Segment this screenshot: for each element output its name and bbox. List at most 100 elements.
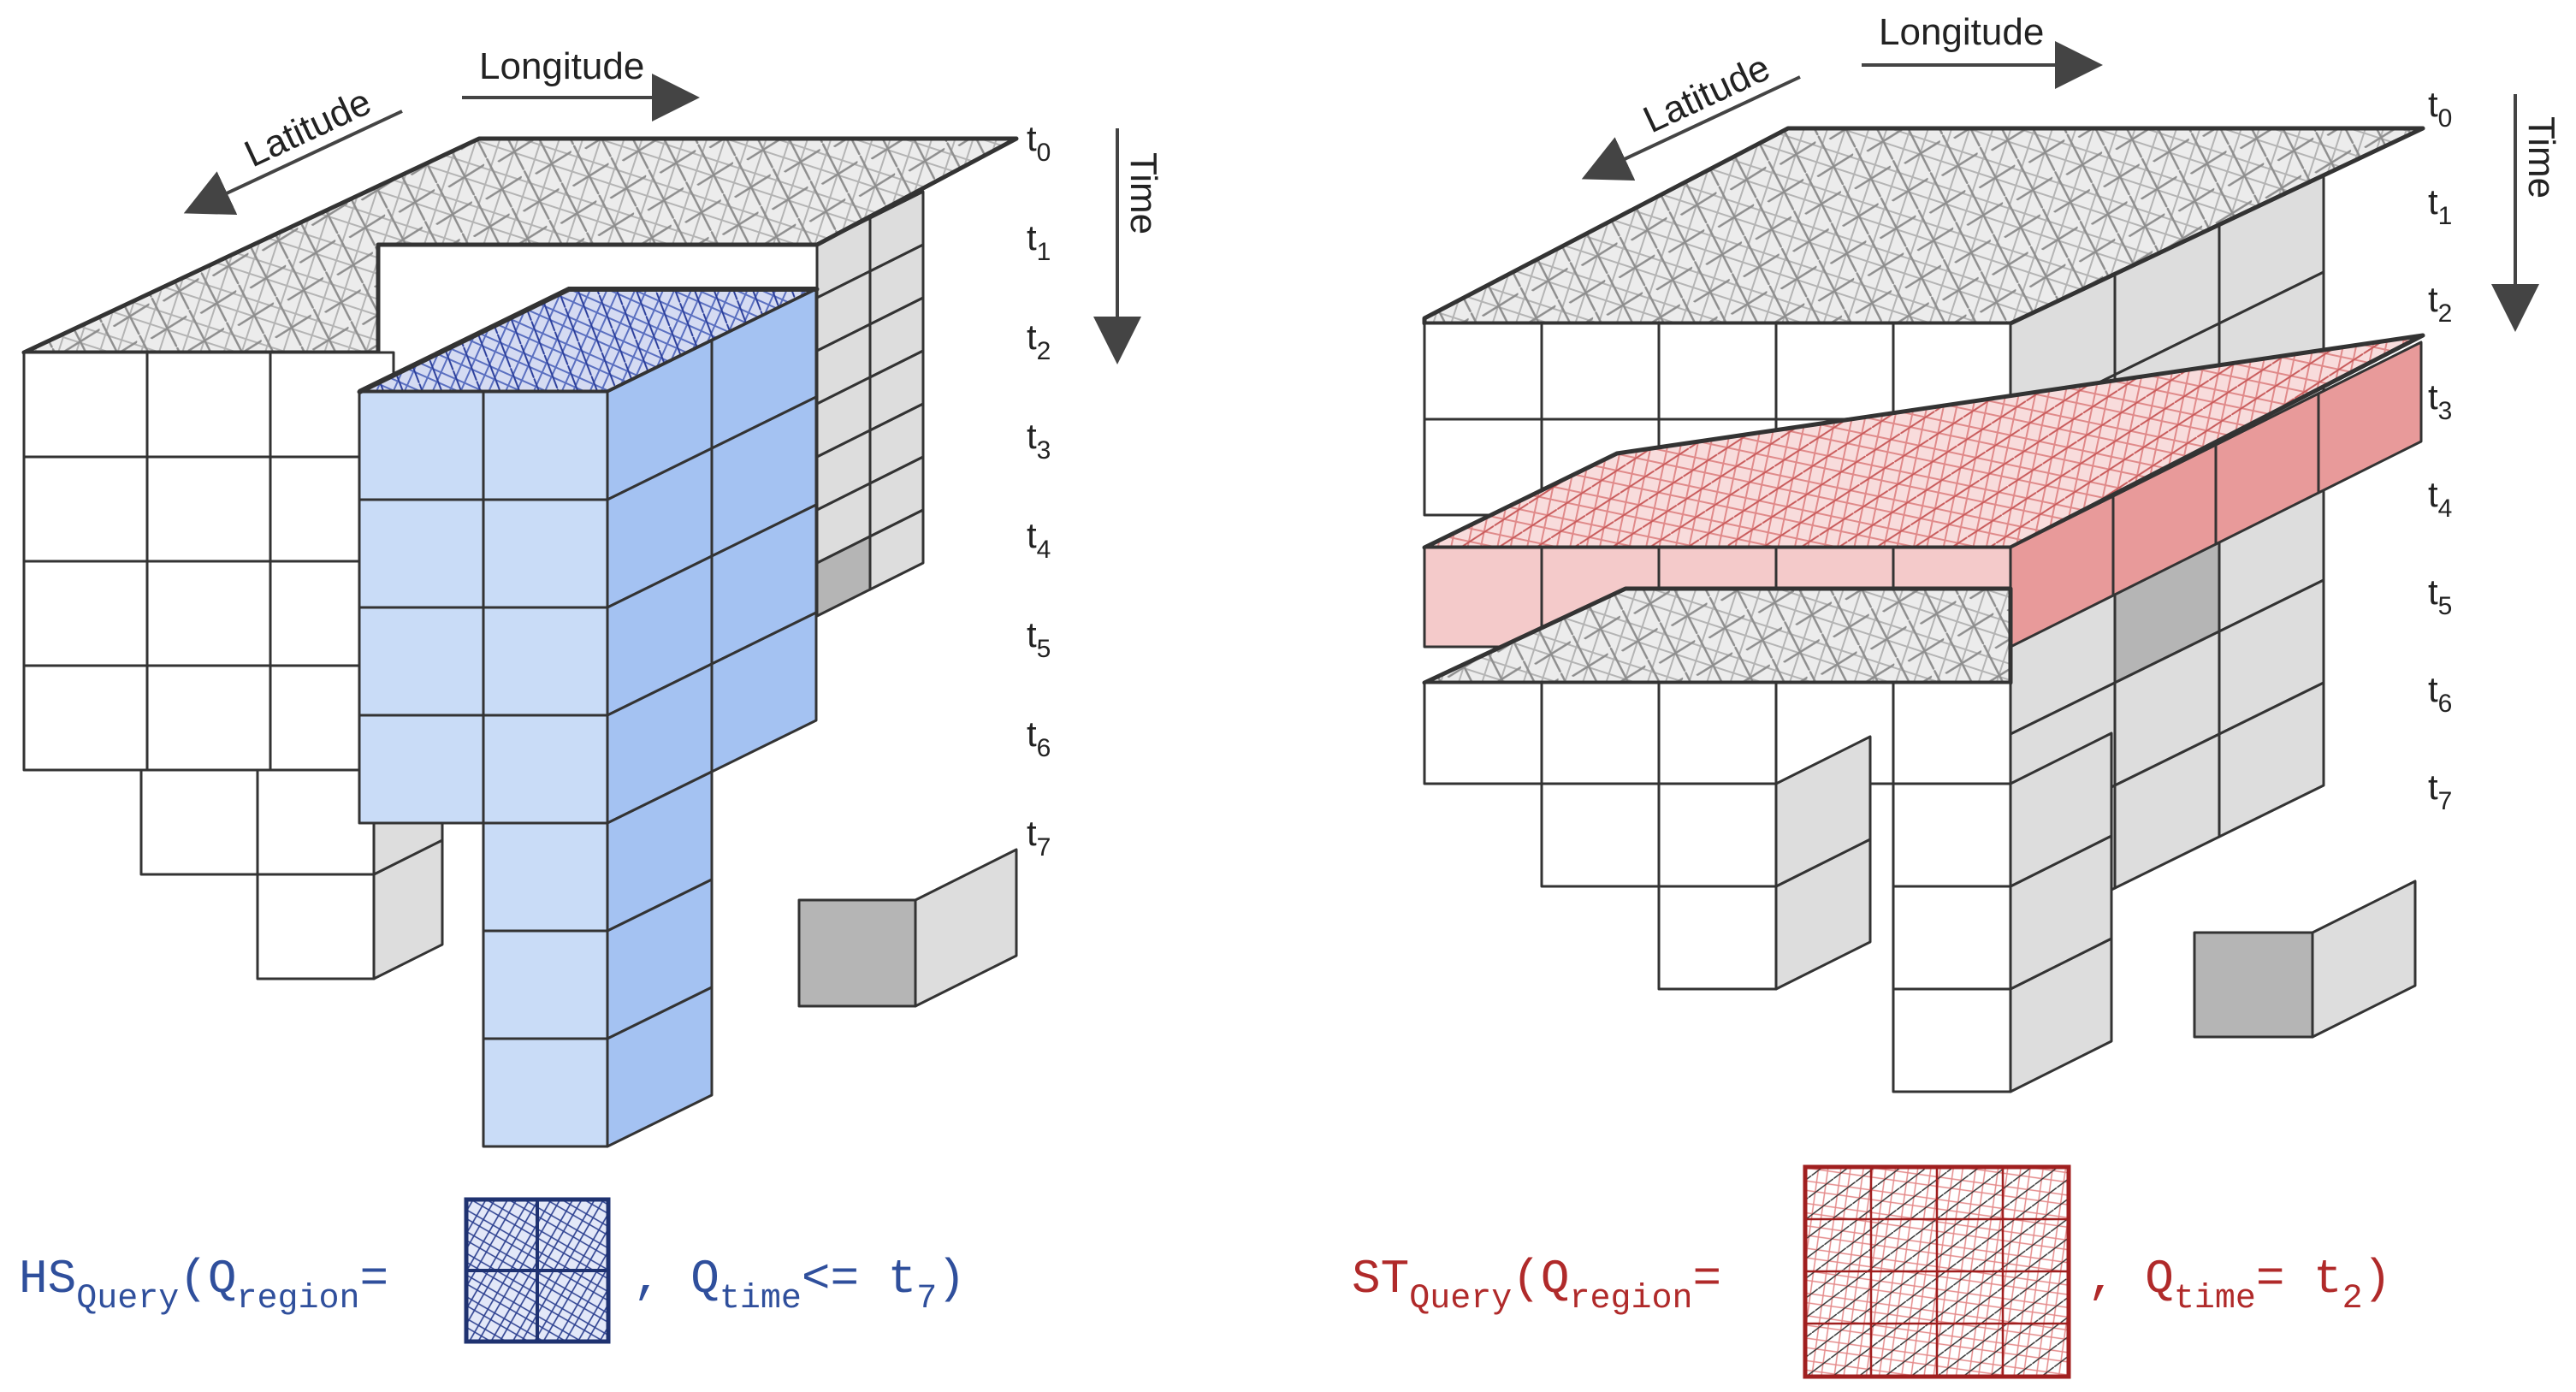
right-tick-t4: t4 xyxy=(2428,474,2452,523)
right-tick-t7: t7 xyxy=(2428,767,2452,815)
front-cell xyxy=(482,1037,609,1148)
side-cell xyxy=(2311,880,2417,1039)
front-cell xyxy=(1423,322,1543,421)
right-tick-t5: t5 xyxy=(2428,572,2452,620)
side-cell xyxy=(710,611,818,773)
front-cell xyxy=(1774,322,1895,421)
st-formula-tail: , Qtime= t2) xyxy=(2087,1252,2391,1318)
left-tick-t3: t3 xyxy=(1027,416,1051,465)
hs-time-sub: time xyxy=(720,1280,802,1318)
st-eq: = xyxy=(1693,1252,1722,1306)
front-cell xyxy=(139,768,259,876)
hs-query-cube xyxy=(21,136,1019,1148)
front-cell xyxy=(22,664,149,772)
front-cell xyxy=(482,821,609,933)
left-tick-t5: t5 xyxy=(1027,614,1051,663)
st-close: ) xyxy=(2363,1252,2392,1306)
st-formula-head: STQuery(Qregion= xyxy=(1352,1252,1721,1318)
map-region-icon xyxy=(464,1197,611,1344)
side-cell xyxy=(606,986,714,1148)
hs-eq: = xyxy=(360,1252,389,1306)
side-cell xyxy=(914,848,1018,1008)
front-cell xyxy=(1657,885,1778,991)
front-cell xyxy=(1892,885,2012,991)
map-region-icon xyxy=(1803,1164,2071,1379)
hs-region-sub: region xyxy=(236,1280,359,1318)
hs-formula-head: HSQuery(Qregion= xyxy=(19,1252,388,1318)
left-tick-t1: t1 xyxy=(1027,217,1051,266)
front-cell xyxy=(1540,681,1661,785)
left-tick-t4: t4 xyxy=(1027,515,1051,564)
front-cell xyxy=(145,351,272,459)
front-cell xyxy=(145,455,272,563)
front-cell xyxy=(358,498,485,609)
front-cell xyxy=(1423,546,1543,649)
right-tick-t0: t0 xyxy=(2428,84,2452,133)
front-cell xyxy=(1892,681,2012,785)
front-cell xyxy=(145,664,272,772)
right-tick-t3: t3 xyxy=(2428,376,2452,425)
front-cell xyxy=(482,390,609,501)
left-tick-t2: t2 xyxy=(1027,317,1051,365)
front-cell xyxy=(1892,987,2012,1093)
front-cell xyxy=(358,390,485,501)
front-cell xyxy=(1657,782,1778,888)
st-sep: , Q xyxy=(2087,1252,2174,1306)
front-cell xyxy=(358,714,485,825)
front-cell xyxy=(358,606,485,717)
hs-sep: , Q xyxy=(633,1252,720,1306)
front-cell xyxy=(22,560,149,667)
right-tick-t1: t1 xyxy=(2428,181,2452,230)
latitude-axis-label: Latitude xyxy=(1637,46,1777,141)
front-cell xyxy=(256,768,376,876)
side-cell xyxy=(1774,735,1872,888)
st-time-sub: time xyxy=(2174,1280,2256,1318)
hs-formula-tail: , Qtime<= t7) xyxy=(633,1252,966,1318)
front-cell xyxy=(797,898,917,1008)
hs-close: ) xyxy=(937,1252,966,1306)
front-cell xyxy=(482,498,609,609)
longitude-axis-label: Longitude xyxy=(479,45,644,87)
side-cell xyxy=(2009,732,2113,888)
latitude-axis-label: Latitude xyxy=(239,80,378,175)
hs-query-formula: HSQuery(Qregion= , Qtime<= t7) xyxy=(19,1197,966,1344)
longitude-axis-label: Longitude xyxy=(1879,11,2044,53)
side-cell xyxy=(2218,681,2325,838)
hs-name: HS xyxy=(19,1252,76,1306)
front-cell xyxy=(145,560,272,667)
st-name-sub: Query xyxy=(1409,1280,1512,1318)
right-tick-t2: t2 xyxy=(2428,279,2452,328)
front-cell xyxy=(482,714,609,825)
st-query-formula: STQuery(Qregion= , Qtime= t2) xyxy=(1352,1164,2391,1379)
front-cell xyxy=(1540,322,1661,421)
st-open: (Q xyxy=(1512,1252,1569,1306)
left-tick-t6: t6 xyxy=(1027,714,1051,762)
front-cell xyxy=(1657,681,1778,785)
front-cell xyxy=(482,929,609,1040)
right-tick-t6: t6 xyxy=(2428,669,2452,718)
time-axis-label: Time xyxy=(1122,152,1164,234)
hs-open: (Q xyxy=(179,1252,236,1306)
front-cell xyxy=(22,455,149,563)
front-cell xyxy=(22,351,149,459)
hs-t-sub: 7 xyxy=(916,1280,937,1318)
hs-top-edge xyxy=(358,287,817,394)
hs-name-sub: Query xyxy=(76,1280,179,1318)
right-time-ticks: t0 t1 t2 t3 t4 t5 t6 t7 xyxy=(2428,84,2452,815)
front-cell xyxy=(482,606,609,717)
st-query-cube xyxy=(1422,126,2425,1093)
side-cell xyxy=(2317,341,2423,495)
st-name: ST xyxy=(1352,1252,1409,1306)
front-cell xyxy=(1540,782,1661,888)
time-axis-label: Time xyxy=(2520,116,2562,198)
st-t-sub: 2 xyxy=(2342,1280,2363,1318)
front-cell xyxy=(256,873,376,980)
left-tick-t0: t0 xyxy=(1027,118,1051,167)
side-cell xyxy=(868,508,925,591)
front-cell xyxy=(1657,322,1778,421)
hs-op: <= t xyxy=(802,1252,916,1306)
st-region-sub: region xyxy=(1569,1280,1692,1318)
front-cell xyxy=(1892,782,2012,888)
